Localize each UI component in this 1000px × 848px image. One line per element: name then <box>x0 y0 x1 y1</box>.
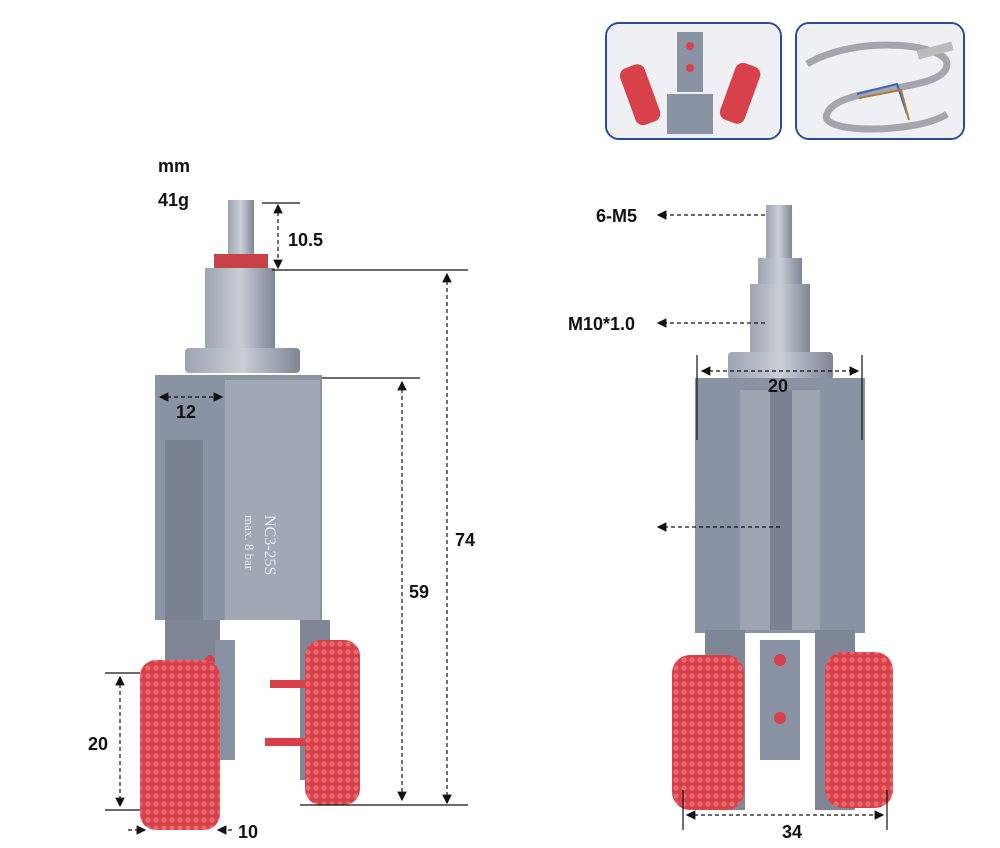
dim-open-width: 34 <box>782 822 803 842</box>
cable-thumbnail-image <box>797 24 963 138</box>
dim-pad-height: 20 <box>88 734 109 754</box>
svg-text:NC3-25S: NC3-25S <box>261 515 278 575</box>
left-gripper-image: NC3-25S max. 8 bar <box>140 200 360 830</box>
dim-nozzle-height: 10.5 <box>288 230 324 250</box>
dim-right-body-width: 20 <box>768 376 789 396</box>
dim-body-width: 12 <box>176 402 197 422</box>
dim-fitting: 6-M5 <box>596 206 638 226</box>
dim-total-height: 74 <box>455 530 476 550</box>
dim-pad-width: 10 <box>238 822 259 842</box>
weight-label: 41g <box>158 190 190 210</box>
gripper-thumbnail-image <box>607 24 780 138</box>
right-gripper-image <box>672 205 893 810</box>
dim-body-height: 59 <box>409 582 430 602</box>
units-label: mm <box>158 156 191 176</box>
thumbnail-cable[interactable] <box>795 22 965 140</box>
thumbnail-gripper-open[interactable] <box>605 22 782 140</box>
dim-thread: M10*1.0 <box>568 314 636 334</box>
svg-text:max. 8 bar: max. 8 bar <box>242 515 257 571</box>
